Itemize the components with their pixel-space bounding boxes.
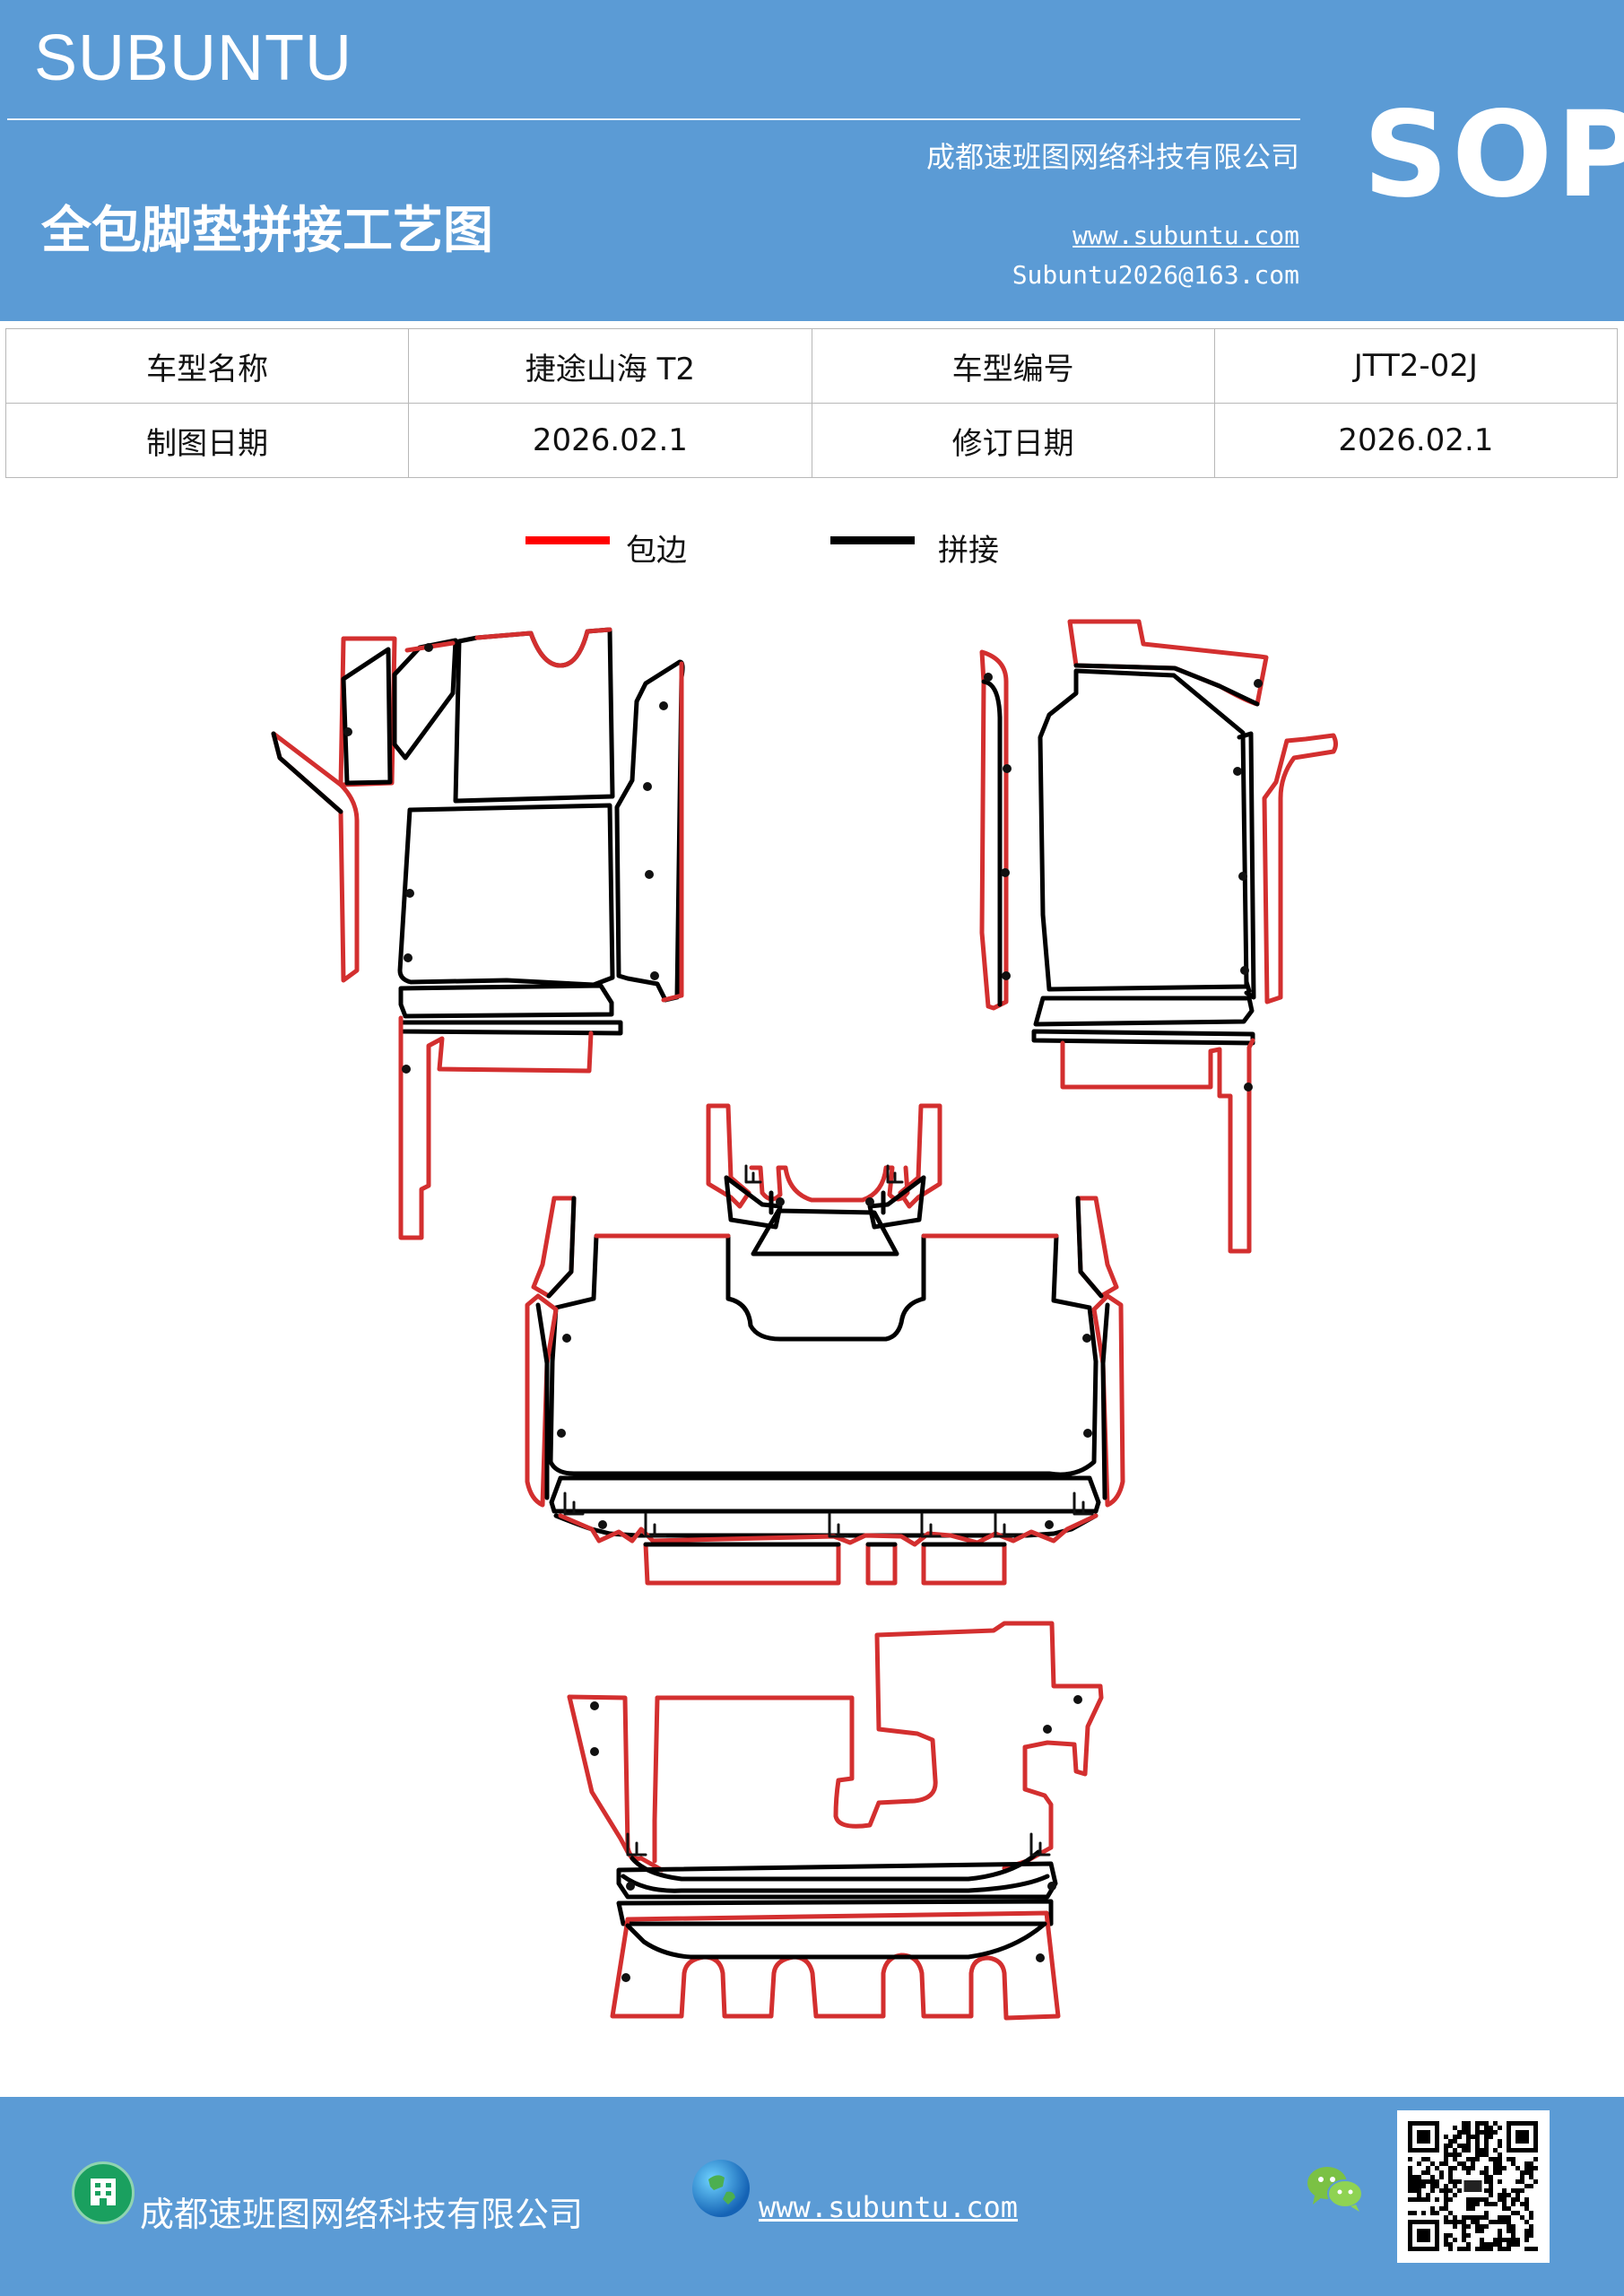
edge-swatch bbox=[525, 536, 610, 544]
model-name-value: 捷途山海 T2 bbox=[408, 328, 812, 404]
revise-date-value: 2026.02.1 bbox=[1213, 403, 1619, 478]
revise-date-label: 修订日期 bbox=[811, 403, 1215, 478]
draw-date-label: 制图日期 bbox=[4, 403, 410, 478]
model-code-label: 车型编号 bbox=[811, 328, 1215, 404]
building-icon bbox=[72, 2161, 135, 2224]
model-name-label: 车型名称 bbox=[4, 328, 410, 404]
joint-markers bbox=[563, 1164, 1094, 1538]
page-footer: 成都速班图网络科技有限公司 www.subuntu.com bbox=[0, 2097, 1624, 2296]
third-row-mat-group bbox=[567, 1621, 1104, 2021]
wechat-icon bbox=[1304, 2161, 1367, 2215]
front-right-mat-group bbox=[979, 619, 1338, 1254]
sop-badge: SOP bbox=[1363, 86, 1624, 224]
table-row: 车型名称 捷途山海 T2 车型编号 JTT2-02J bbox=[4, 328, 1619, 404]
model-code-value: JTT2-02J bbox=[1213, 328, 1619, 404]
splice-swatch bbox=[830, 536, 915, 544]
footer-website-link[interactable]: www.subuntu.com bbox=[759, 2190, 1018, 2224]
qr-code-image bbox=[1397, 2110, 1550, 2263]
front-left-mat-group bbox=[271, 627, 685, 1240]
company-name: 成都速班图网络科技有限公司 bbox=[925, 140, 1299, 174]
table-row: 制图日期 2026.02.1 修订日期 2026.02.1 bbox=[4, 403, 1619, 478]
page-header: SUBUNTU 成都速班图网络科技有限公司 全包脚垫拼接工艺图 www.subu… bbox=[0, 0, 1624, 321]
joint-markers bbox=[626, 1832, 1051, 1857]
website-link[interactable]: www.subuntu.com bbox=[1073, 221, 1299, 250]
document-title: 全包脚垫拼接工艺图 bbox=[41, 201, 493, 260]
email-address: Subuntu2026@163.com bbox=[1012, 260, 1299, 290]
info-table: 车型名称 捷途山海 T2 车型编号 JTT2-02J 制图日期 2026.02.… bbox=[4, 328, 1619, 478]
footer-company: 成都速班图网络科技有限公司 bbox=[140, 2195, 584, 2234]
draw-date-value: 2026.02.1 bbox=[408, 403, 812, 478]
brand-name: SUBUNTU bbox=[34, 22, 353, 94]
legend-splice-label: 拼接 bbox=[938, 533, 999, 569]
globe-icon bbox=[692, 2160, 750, 2217]
header-divider bbox=[7, 118, 1300, 120]
qr-code[interactable] bbox=[1397, 2110, 1550, 2263]
legend-edge-label: 包边 bbox=[626, 533, 687, 569]
second-row-mat-group bbox=[525, 1103, 1125, 1586]
